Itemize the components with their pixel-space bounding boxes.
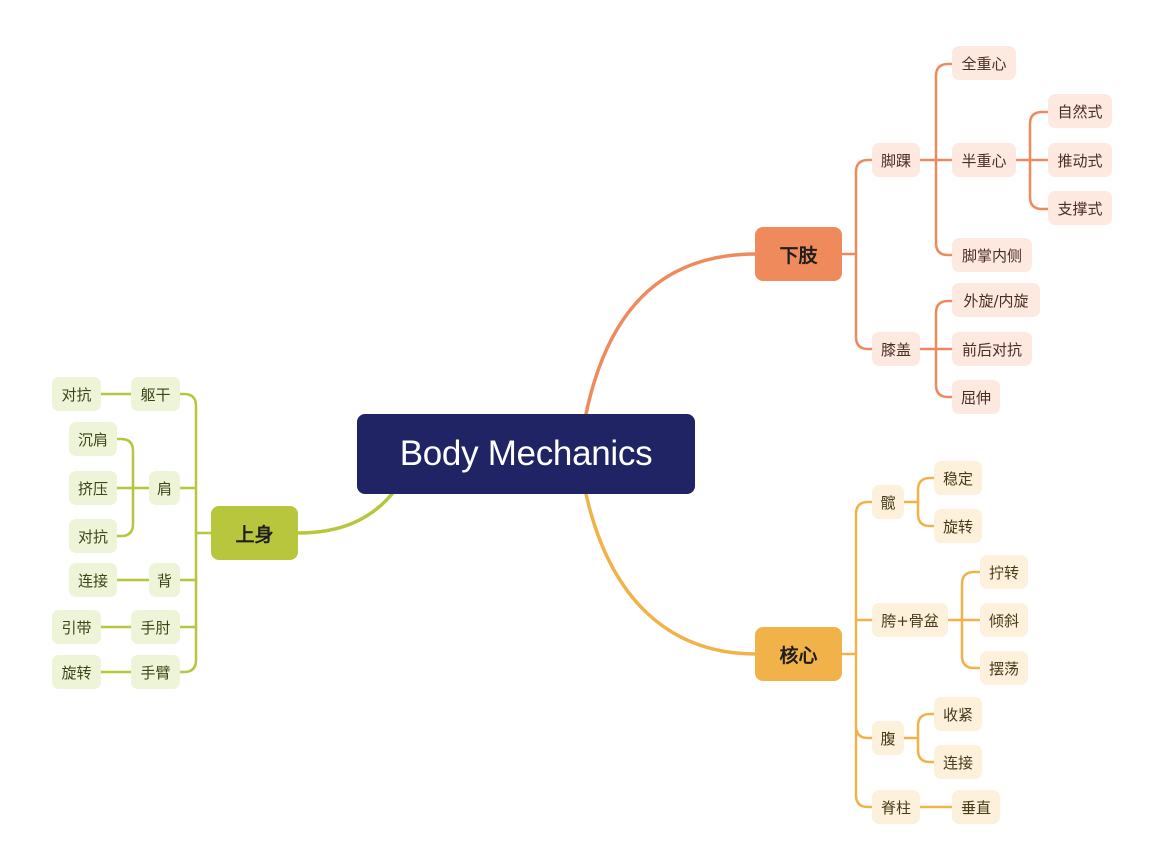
link-root-lower xyxy=(584,252,758,416)
node-abdomen-connect[interactable]: 连接 xyxy=(934,745,982,779)
node-vertical[interactable]: 垂直 xyxy=(952,790,1000,824)
node-back-connect[interactable]: 连接 xyxy=(69,563,117,597)
link-root-core xyxy=(584,492,758,656)
node-arm[interactable]: 手臂 xyxy=(131,655,180,689)
node-squeeze[interactable]: 挤压 xyxy=(69,471,117,505)
branch-lower-limb[interactable]: 下肢 xyxy=(755,227,842,281)
node-flex-extend[interactable]: 屈伸 xyxy=(952,380,1000,414)
node-tilt[interactable]: 倾斜 xyxy=(980,603,1028,637)
node-full-weight[interactable]: 全重心 xyxy=(952,46,1016,80)
branch-core[interactable]: 核心 xyxy=(755,627,842,681)
node-torso-opposition[interactable]: 对抗 xyxy=(52,377,101,411)
link-root-upper xyxy=(296,492,394,535)
node-tighten[interactable]: 收紧 xyxy=(934,697,982,731)
node-knee-rotation[interactable]: 外旋/内旋 xyxy=(952,283,1040,317)
node-arm-rotate[interactable]: 旋转 xyxy=(52,655,101,689)
node-elbow[interactable]: 手肘 xyxy=(131,610,180,644)
node-knee-opposition[interactable]: 前后对抗 xyxy=(952,332,1032,366)
node-spine[interactable]: 脊柱 xyxy=(872,790,920,824)
node-inner-sole[interactable]: 脚掌内侧 xyxy=(952,238,1032,272)
node-hip-bone[interactable]: 髋 xyxy=(872,485,904,519)
node-abdomen[interactable]: 腹 xyxy=(872,721,904,755)
node-torso[interactable]: 躯干 xyxy=(131,377,180,411)
node-swing[interactable]: 摆荡 xyxy=(980,651,1028,685)
node-knee[interactable]: 膝盖 xyxy=(872,332,920,366)
node-half-weight[interactable]: 半重心 xyxy=(952,143,1016,177)
node-stable[interactable]: 稳定 xyxy=(934,461,982,495)
node-hip-pelvis[interactable]: 胯+骨盆 xyxy=(872,603,948,637)
node-shoulder[interactable]: 肩 xyxy=(149,471,180,505)
node-hip-rotate[interactable]: 旋转 xyxy=(934,509,982,543)
node-push-style[interactable]: 推动式 xyxy=(1048,143,1112,177)
node-ankle[interactable]: 脚踝 xyxy=(872,143,920,177)
node-sink-shoulder[interactable]: 沉肩 xyxy=(69,422,117,456)
node-shoulder-opposition[interactable]: 对抗 xyxy=(69,519,117,553)
branch-upper-body[interactable]: 上身 xyxy=(211,506,298,560)
node-support-style[interactable]: 支撑式 xyxy=(1048,191,1112,225)
root-node[interactable]: Body Mechanics xyxy=(357,414,695,494)
node-back[interactable]: 背 xyxy=(149,563,180,597)
node-lead[interactable]: 引带 xyxy=(52,610,101,644)
node-natural-style[interactable]: 自然式 xyxy=(1048,94,1112,128)
node-twist[interactable]: 拧转 xyxy=(980,555,1028,589)
